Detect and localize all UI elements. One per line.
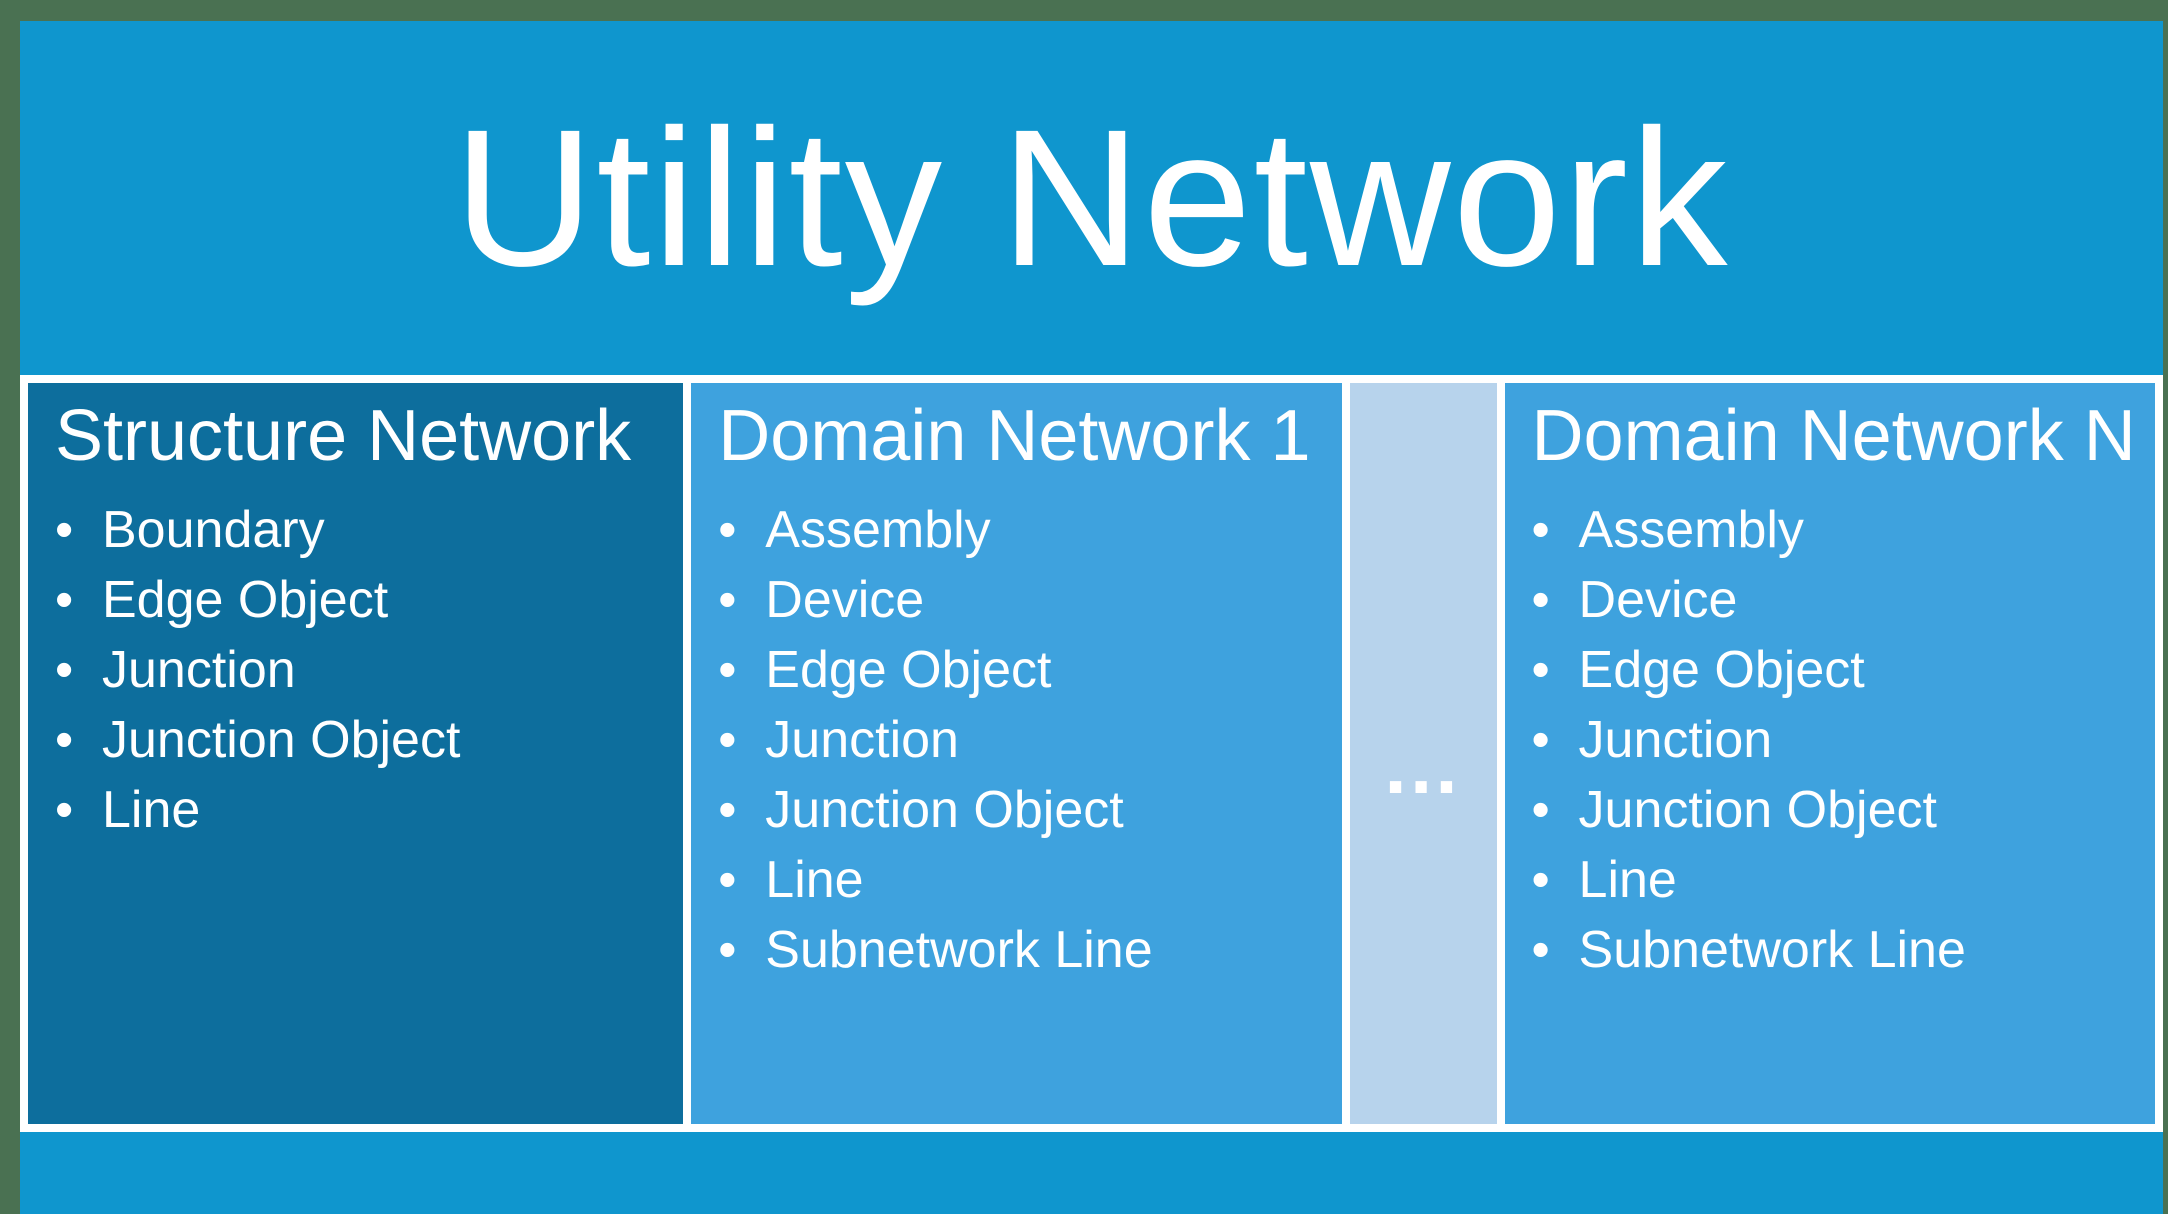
- list-item: • Junction: [718, 705, 1341, 775]
- list-item: • Junction Object: [718, 775, 1341, 845]
- list-item-label: Subnetwork Line: [765, 921, 1153, 980]
- structure-network-title: Structure Network: [55, 396, 632, 476]
- list-item-label: Junction Object: [765, 781, 1124, 840]
- bullet-icon: •: [718, 781, 737, 840]
- domain-network-n-title: Domain Network N: [1531, 396, 2136, 476]
- list-item: • Edge Object: [1532, 635, 2155, 705]
- bullet-icon: •: [1531, 641, 1550, 700]
- list-item: • Junction Object: [55, 705, 683, 775]
- list-item: • Line: [55, 775, 683, 845]
- list-item-label: Line: [1578, 851, 1677, 910]
- domain-network-1-box: Domain Network 1 • Assembly • Device • Edge…: [691, 383, 1342, 1124]
- bullet-icon: •: [1531, 781, 1550, 840]
- list-item-label: Assembly: [765, 501, 991, 560]
- domain-network-1-title: Domain Network 1: [718, 396, 1311, 476]
- bullet-icon: •: [718, 641, 737, 700]
- list-item: • Edge Object: [55, 565, 683, 635]
- list-item-label: Edge Object: [102, 571, 389, 630]
- bullet-icon: •: [55, 571, 74, 630]
- list-item-label: Edge Object: [1578, 641, 1865, 700]
- list-item: • Device: [718, 565, 1341, 635]
- bullet-icon: •: [718, 921, 737, 980]
- list-item-label: Junction Object: [1578, 781, 1937, 840]
- list-item: • Assembly: [718, 495, 1341, 565]
- list-item-label: Assembly: [1578, 501, 1804, 560]
- domain-network-n-box: Domain Network N • Assembly • Device • Edge…: [1504, 383, 2156, 1124]
- bullet-icon: •: [1531, 711, 1550, 770]
- list-item: • Junction: [55, 635, 683, 705]
- list-item: • Boundary: [55, 495, 683, 565]
- list-item: • Subnetwork Line: [1532, 915, 2155, 985]
- bullet-icon: •: [55, 711, 74, 770]
- list-item-label: Junction: [102, 641, 296, 700]
- bullet-icon: •: [55, 781, 74, 840]
- bullet-icon: •: [718, 501, 737, 560]
- list-item-label: Junction: [765, 711, 959, 770]
- diagram-title: Utility Network: [453, 88, 1730, 307]
- bullet-icon: •: [1531, 921, 1550, 980]
- list-item-label: Edge Object: [765, 641, 1052, 700]
- bullet-icon: •: [55, 501, 74, 560]
- list-item: • Junction: [1532, 705, 2155, 775]
- list-item-label: Subnetwork Line: [1578, 921, 1966, 980]
- list-item-label: Device: [765, 571, 925, 630]
- domain-network-1-list: • Assembly • Device • Edge Object • Junction…: [718, 495, 1341, 985]
- bullet-icon: •: [1531, 851, 1550, 910]
- list-item: • Junction Object: [1532, 775, 2155, 845]
- list-item-label: Device: [1578, 571, 1738, 630]
- list-item: • Device: [1532, 565, 2155, 635]
- list-item: • Assembly: [1532, 495, 2155, 565]
- list-item-label: Boundary: [102, 501, 325, 560]
- list-item-label: Junction Object: [102, 711, 461, 770]
- list-item-label: Line: [765, 851, 864, 910]
- ellipsis-icon: …: [1381, 720, 1466, 810]
- bullet-icon: •: [718, 571, 737, 630]
- title-area: Utility Network: [20, 21, 2163, 375]
- bullet-icon: •: [718, 711, 737, 770]
- networks-row: Structure Network • Boundary • Edge Object…: [20, 375, 2163, 1132]
- bullet-icon: •: [55, 641, 74, 700]
- list-item: • Subnetwork Line: [718, 915, 1341, 985]
- bullet-icon: •: [1531, 501, 1550, 560]
- list-item: • Edge Object: [718, 635, 1341, 705]
- bullet-icon: •: [718, 851, 737, 910]
- domain-network-n-list: • Assembly • Device • Edge Object • Junction…: [1532, 495, 2155, 985]
- list-item-label: Junction: [1578, 711, 1773, 770]
- list-item-label: Line: [102, 781, 201, 840]
- list-item: • Line: [1532, 845, 2155, 915]
- bullet-icon: •: [1531, 571, 1550, 630]
- structure-network-list: • Boundary • Edge Object • Junction • Juncti…: [55, 495, 683, 845]
- structure-network-box: Structure Network • Boundary • Edge Object…: [28, 383, 684, 1124]
- utility-network-container: Utility Network Structure Network • Bound…: [20, 21, 2163, 1214]
- list-item: • Line: [718, 845, 1341, 915]
- more-domain-networks-box: …: [1349, 383, 1497, 1124]
